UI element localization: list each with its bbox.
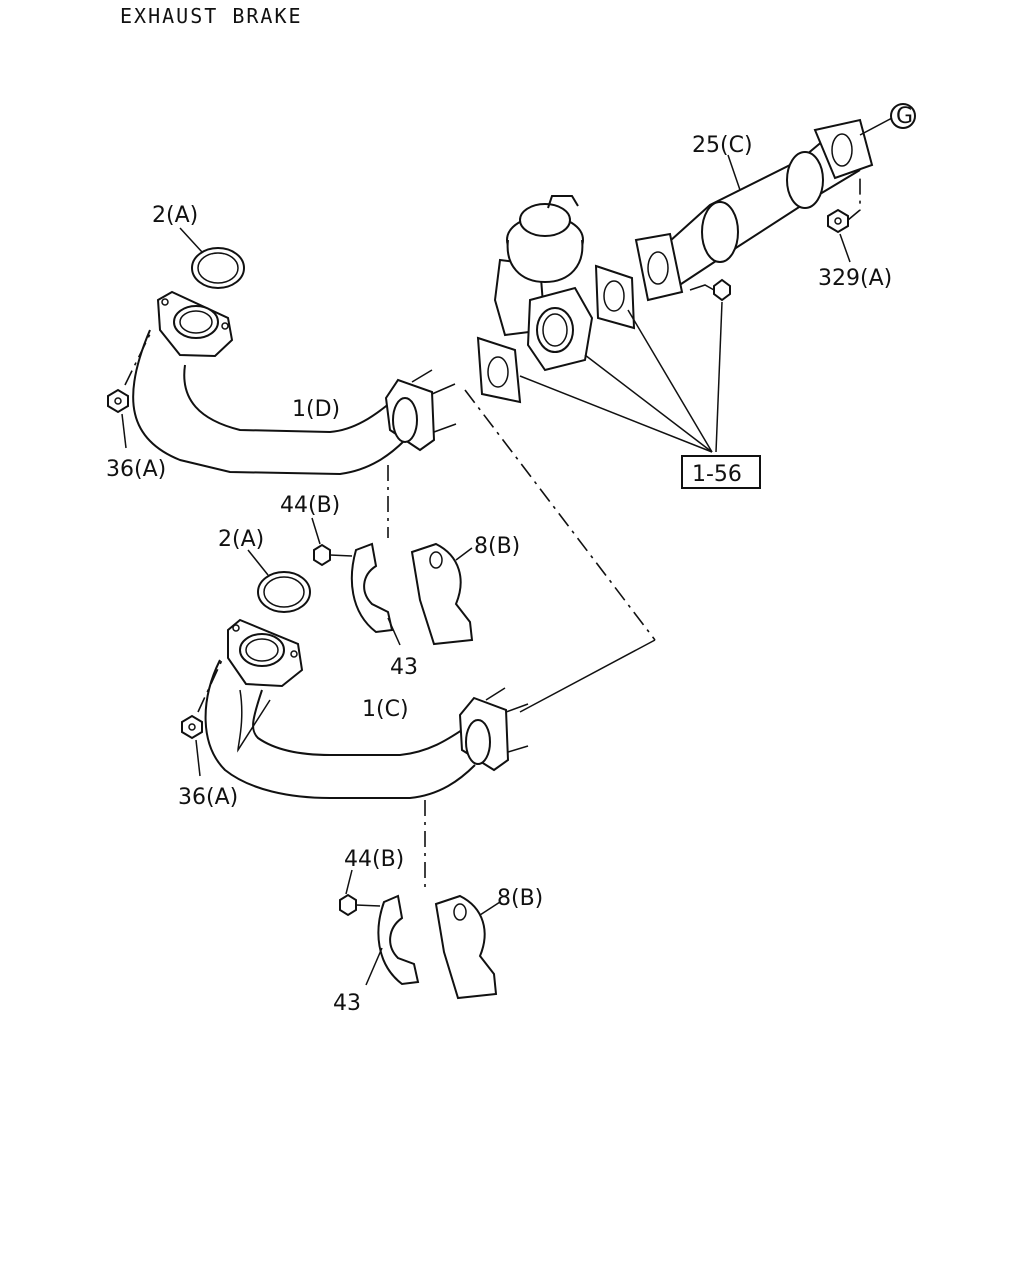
callout-bolt-upper: 44(B) (280, 493, 340, 518)
nut-flex (827, 175, 861, 263)
bolt-lower (339, 869, 381, 917)
callout-bolt-lower: 44(B) (344, 847, 404, 872)
callout-clamp-lower: 43 (333, 991, 361, 1016)
bracket-lower (434, 894, 501, 1000)
gasket-lower (247, 549, 311, 613)
callout-nut-flex: 329(A) (818, 266, 892, 291)
bracket-upper (410, 542, 474, 646)
connector-g (890, 103, 916, 129)
callout-flex-pipe: 25(C) (692, 133, 753, 158)
clamp-upper (350, 542, 401, 646)
callout-gasket-lower: 2(A) (218, 527, 264, 552)
flex-pipe (634, 117, 893, 302)
bolt-upper (311, 517, 353, 567)
ref-leaders (519, 301, 723, 453)
gasket-upper (179, 227, 245, 289)
callout-nut-upper: 36(A) (106, 457, 166, 482)
callout-pipe-upper: 1(D) (292, 397, 340, 422)
gasket-valve-rear (594, 264, 636, 330)
callout-ref-group: 1-56 (692, 462, 742, 487)
nut-upper (107, 329, 153, 449)
front-pipe-upper (132, 290, 457, 476)
ref-box: 1-56 (681, 455, 761, 489)
page-title: EXHAUST BRAKE (120, 4, 303, 28)
callout-nut-lower: 36(A) (178, 785, 238, 810)
clamp-lower (365, 894, 420, 986)
nut-lower (181, 659, 223, 777)
gasket-valve-front (476, 336, 522, 404)
callout-connector-g: G (896, 104, 913, 129)
link-line-lower (519, 639, 656, 713)
callout-clamp-upper: 43 (390, 655, 418, 680)
callout-bracket-upper: 8(B) (474, 534, 520, 559)
callout-bracket-lower: 8(B) (497, 886, 543, 911)
front-pipe-lower (204, 618, 529, 799)
callout-gasket-upper: 2(A) (152, 203, 198, 228)
link-line-upper (464, 389, 656, 641)
nut-ref (689, 278, 731, 302)
callout-pipe-lower: 1(C) (362, 697, 409, 722)
exhaust-brake-valve (493, 195, 594, 372)
